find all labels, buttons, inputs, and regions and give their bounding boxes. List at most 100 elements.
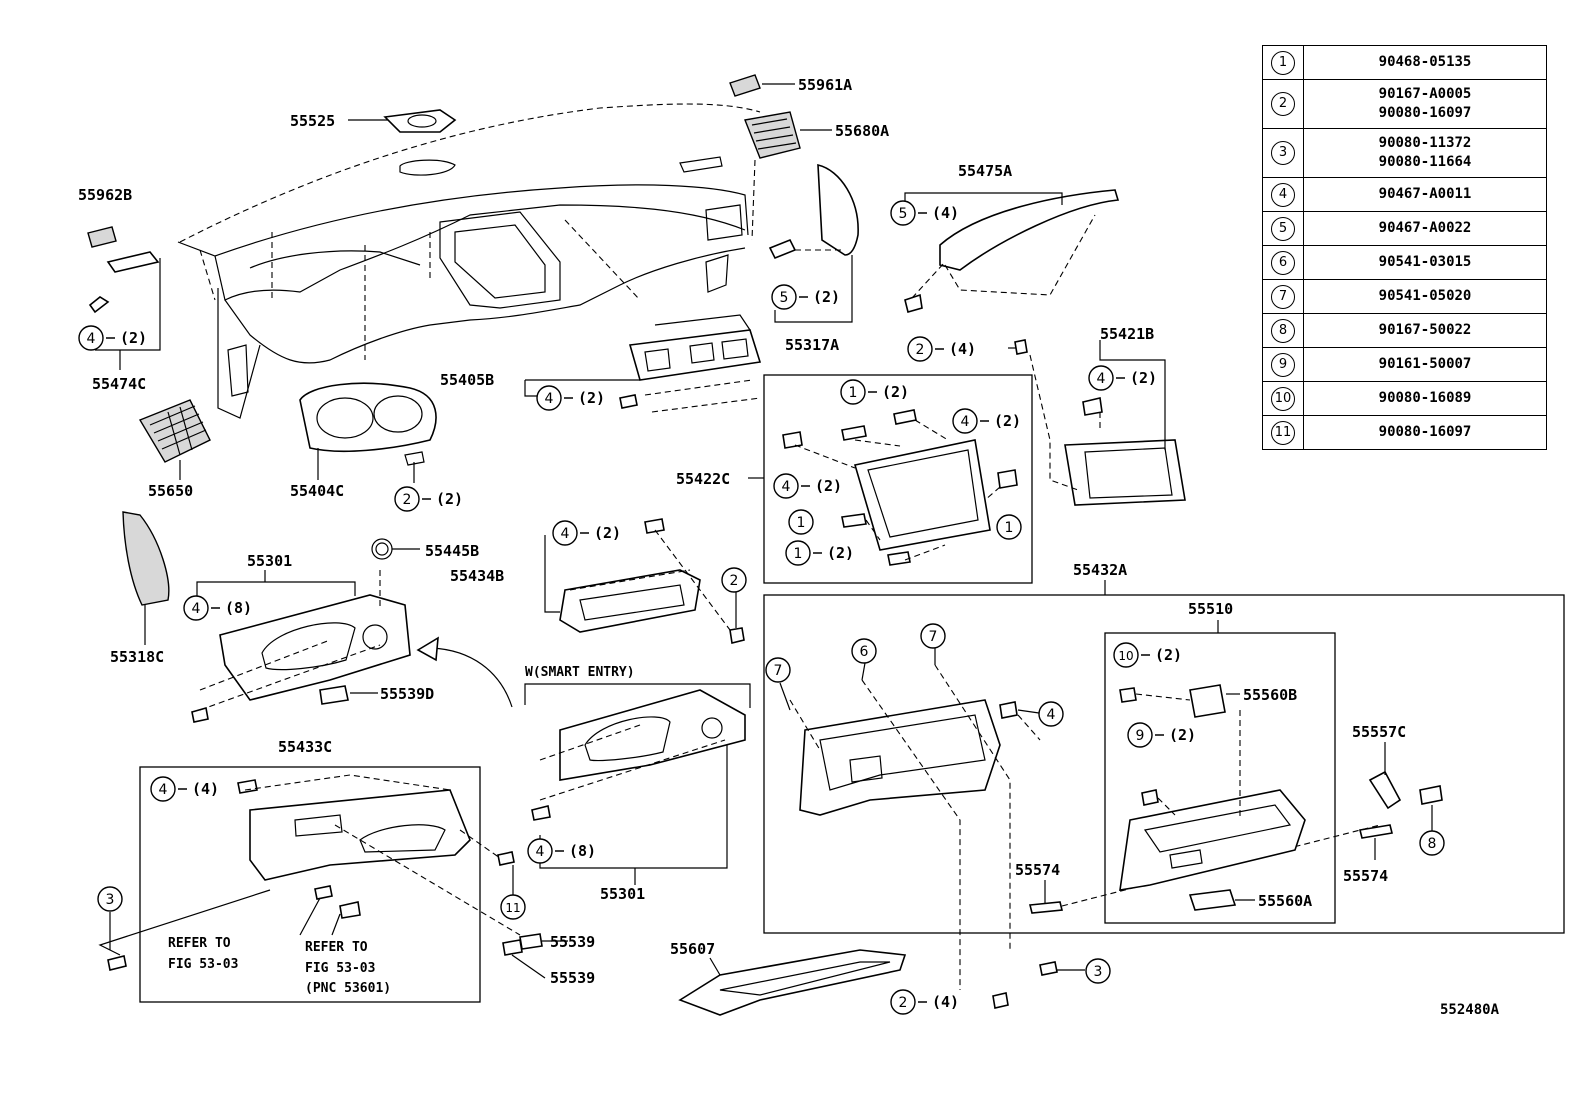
- refer-note-2-line2: FIG 53-03: [305, 961, 375, 976]
- part-55405B: [524, 314, 762, 413]
- fastener-callout-11: 11: [500, 894, 526, 920]
- callout-circle: [765, 657, 791, 683]
- callout-quantity: (2): [1130, 369, 1157, 387]
- fastener-callout-8: 8: [1419, 830, 1445, 856]
- fastener-callout-5: 5(2): [771, 284, 840, 310]
- label-55650: 55650: [148, 482, 193, 500]
- label-55475A: 55475A: [958, 162, 1012, 180]
- fastener-callout-4: 4(8): [527, 838, 596, 864]
- leader-7a: [779, 682, 791, 711]
- callout-number: 9: [1136, 728, 1145, 744]
- legend-part-number: 90080-16097: [1378, 424, 1472, 440]
- instrument-panel-illustration: [177, 103, 761, 419]
- legend-number: 9: [1271, 352, 1295, 377]
- fastener-callout-7: 7: [920, 623, 946, 649]
- callout-circle: [840, 379, 866, 405]
- part-55962B: [87, 226, 117, 248]
- callout-number: 4: [536, 844, 545, 860]
- label-55574-left: 55574: [1015, 861, 1060, 879]
- callout-circle: [1419, 830, 1445, 856]
- callout-circle: [1038, 701, 1064, 727]
- fastener-callout-5: 5(4): [890, 200, 959, 226]
- label-55962B: 55962B: [78, 186, 132, 204]
- part-55434B: [544, 518, 745, 644]
- callout-number: 4: [159, 782, 168, 798]
- label-55421B: 55421B: [1100, 325, 1154, 343]
- callout-number: 4: [961, 414, 970, 430]
- callout-number: 4: [545, 391, 554, 407]
- legend-number: 2: [1271, 92, 1295, 116]
- direction-arrow: [416, 636, 513, 708]
- callout-circle: [952, 408, 978, 434]
- part-55474C: [88, 251, 161, 370]
- label-55405B: 55405B: [440, 371, 494, 389]
- legend-part-number: 90080-11664: [1378, 154, 1472, 170]
- legend-part-number: 90161-50007: [1378, 356, 1472, 372]
- callout-circle: [536, 385, 562, 411]
- callout-number: 1: [794, 546, 803, 562]
- fastener-callout-1: 1 (2): [785, 540, 854, 566]
- callout-circle: [150, 776, 176, 802]
- callout-number: 1: [797, 515, 806, 531]
- fastener-callout-4: 4(2): [773, 473, 842, 499]
- callout-quantity: (2): [436, 490, 463, 508]
- fastener-callout-4: 4(2): [78, 325, 147, 351]
- label-55433C: 55433C: [278, 738, 332, 756]
- part-55301-lower: [524, 683, 751, 885]
- fastener-callout-9: 9(2): [1127, 722, 1196, 748]
- part-55650: [138, 399, 211, 480]
- fastener-callout-3: 3: [1085, 958, 1111, 984]
- callout-quantity: (2): [827, 544, 854, 562]
- callout-circle: [920, 623, 946, 649]
- fastener-callout-2: 2(4): [907, 336, 976, 362]
- label-55560A: 55560A: [1258, 892, 1312, 910]
- fastener-callout-4: 4 (2): [1088, 365, 1157, 391]
- callout-quantity: (8): [225, 599, 252, 617]
- legend-part-number: 90080-16089: [1378, 390, 1472, 406]
- fastener-callout-1: 1: [996, 514, 1022, 540]
- label-55525: 55525: [290, 112, 335, 130]
- fastener-callout-4: 4(2): [552, 520, 621, 546]
- refer-note-2-line1: REFER TO: [305, 940, 368, 955]
- part-55475A: [904, 189, 1120, 313]
- callout-quantity: (4): [192, 780, 219, 798]
- callout-number: 7: [774, 663, 783, 679]
- callout-circle: [721, 567, 747, 593]
- fastener-callout-1: 1: [788, 509, 814, 535]
- callout-number: 6: [860, 644, 869, 660]
- callout-number: 11: [505, 901, 520, 915]
- part-55433C-group: [98, 766, 521, 1003]
- figure-id: 552480A: [1440, 1002, 1500, 1018]
- callout-number: 4: [782, 479, 791, 495]
- part-55317A: [768, 163, 859, 323]
- legend-part-number: 90167-50022: [1378, 322, 1472, 338]
- screw-part: [1014, 339, 1028, 355]
- part-55961A: [729, 74, 795, 97]
- legend-part-number: 90167-A0005: [1378, 86, 1472, 102]
- label-55432A: 55432A: [1073, 561, 1127, 579]
- callouts: 5(4)4(2)5(2)4(2)2(4)4(2)2(2)1(2)4(2)4(2)…: [78, 200, 1445, 1015]
- fastener-callout-4: 4(2): [536, 385, 605, 411]
- callout-circle: [1088, 365, 1114, 391]
- part-55318C: [122, 511, 170, 645]
- label-55574-right: 55574: [1343, 867, 1388, 885]
- label-55404C: 55404C: [290, 482, 344, 500]
- legend-number: 8: [1271, 318, 1295, 343]
- label-55680A: 55680A: [835, 122, 889, 140]
- callout-circle: [78, 325, 104, 351]
- fastener-callout-4: 4 (4): [150, 776, 219, 802]
- callout-number: 1: [849, 385, 858, 401]
- part-55607: [678, 949, 907, 1016]
- label-55539-bottom: 55539: [550, 969, 595, 987]
- legend-number: 6: [1271, 250, 1295, 275]
- callout-number: 4: [1097, 371, 1106, 387]
- label-55301-lower: 55301: [600, 885, 645, 903]
- callout-number: 3: [106, 892, 115, 908]
- label-55510: 55510: [1188, 600, 1233, 618]
- legend-part-number: 90080-16097: [1378, 105, 1472, 121]
- callout-circle: [500, 894, 526, 920]
